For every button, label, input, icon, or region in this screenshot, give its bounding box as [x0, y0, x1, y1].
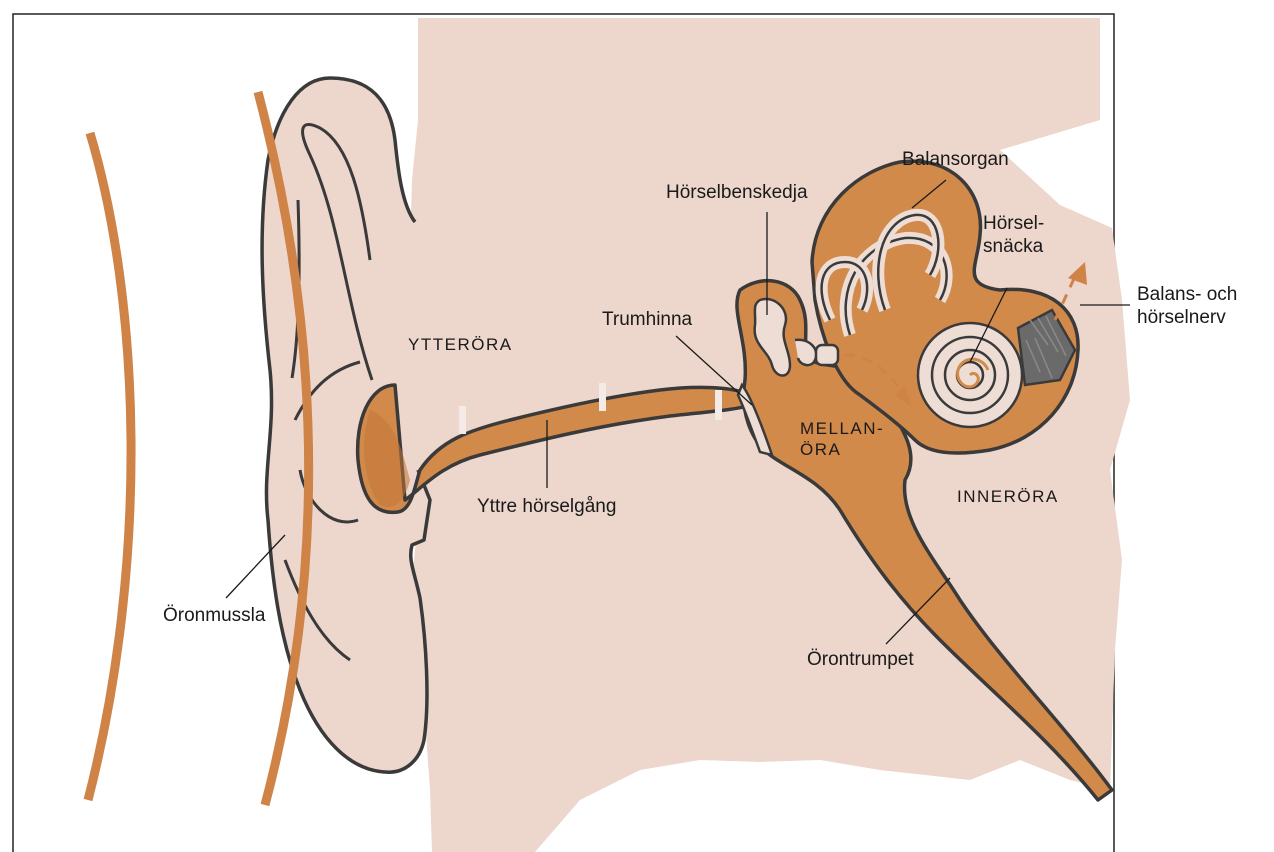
- label-horselbenskedja: Hörselbenskedja: [666, 181, 808, 204]
- label-trumhinna: Trumhinna: [602, 308, 692, 331]
- region-mellanora: MELLAN- ÖRA: [800, 418, 884, 460]
- canal-highlight-mark: [459, 406, 466, 434]
- region-ytteroera: YTTERÖRA: [408, 334, 513, 355]
- canal-highlight-mark: [599, 383, 606, 411]
- label-balansorgan: Balansorgan: [902, 148, 1009, 171]
- label-yttre-horselgang: Yttre hörselgång: [477, 495, 616, 518]
- label-horselsnacka: Hörsel- snäcka: [983, 212, 1044, 258]
- region-innerora: INNERÖRA: [957, 486, 1059, 507]
- label-oronmussla: Öronmussla: [163, 604, 265, 627]
- label-orontrumpet: Örontrumpet: [807, 648, 914, 671]
- canal-highlight-mark: [715, 390, 722, 420]
- label-balans-och-horselnerv: Balans- och hörselnerv: [1137, 283, 1237, 329]
